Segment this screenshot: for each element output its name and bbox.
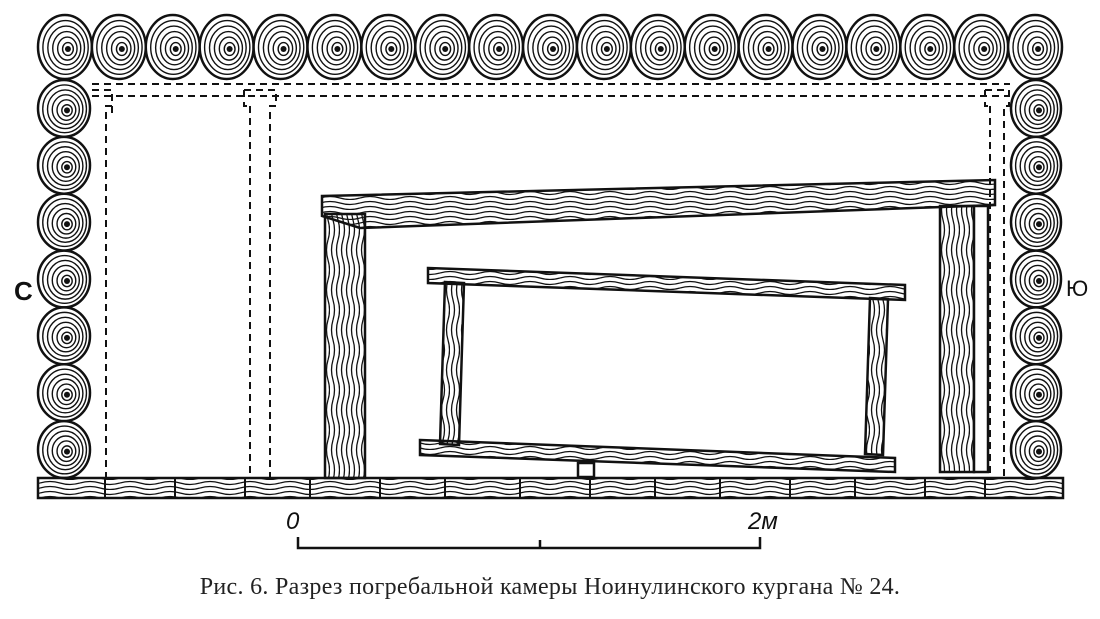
log-end: [252, 13, 309, 81]
log-end: [575, 13, 633, 81]
log-end: [306, 13, 363, 81]
log-end: [36, 306, 92, 366]
log-end: [36, 13, 94, 81]
south-label: Ю: [1066, 276, 1089, 301]
log-end: [1009, 78, 1063, 139]
log-end: [737, 13, 794, 81]
log-end: [1009, 363, 1063, 423]
log-end: [1006, 13, 1064, 81]
log-end: [414, 13, 471, 81]
log-end: [1009, 135, 1063, 195]
log-end: [1009, 419, 1063, 480]
log-end: [360, 13, 417, 81]
log-end: [952, 13, 1010, 81]
scale-start-label: 0: [286, 508, 300, 535]
log-end: [198, 13, 255, 81]
log-end: [36, 192, 92, 252]
inner-coffin: [418, 266, 907, 479]
log-end: [36, 78, 92, 139]
scale-end-label: 2м: [748, 508, 778, 535]
figure-caption: Рис. 6. Разрез погребальной камеры Ноину…: [199, 574, 901, 600]
scale-bar: [296, 537, 762, 550]
log-end: [1009, 192, 1063, 252]
log-end: [683, 13, 740, 81]
log-end: [36, 419, 92, 480]
log-end: [1009, 306, 1063, 366]
log-end: [144, 13, 201, 81]
log-end: [467, 13, 525, 81]
middle-frame: [320, 178, 997, 480]
log-walls: [36, 13, 1064, 480]
log-end: [791, 13, 848, 81]
log-end: [90, 13, 148, 81]
log-end: [1009, 249, 1063, 309]
log-end: [36, 135, 92, 195]
log-end: [629, 13, 686, 81]
north-label: С: [14, 276, 33, 306]
log-end: [36, 363, 92, 423]
log-end: [36, 249, 92, 309]
log-end: [845, 13, 902, 81]
log-end: [521, 13, 579, 81]
log-end: [899, 13, 956, 81]
outer-chamber-dashed: [92, 83, 1010, 478]
floor-planks: [36, 476, 1065, 500]
